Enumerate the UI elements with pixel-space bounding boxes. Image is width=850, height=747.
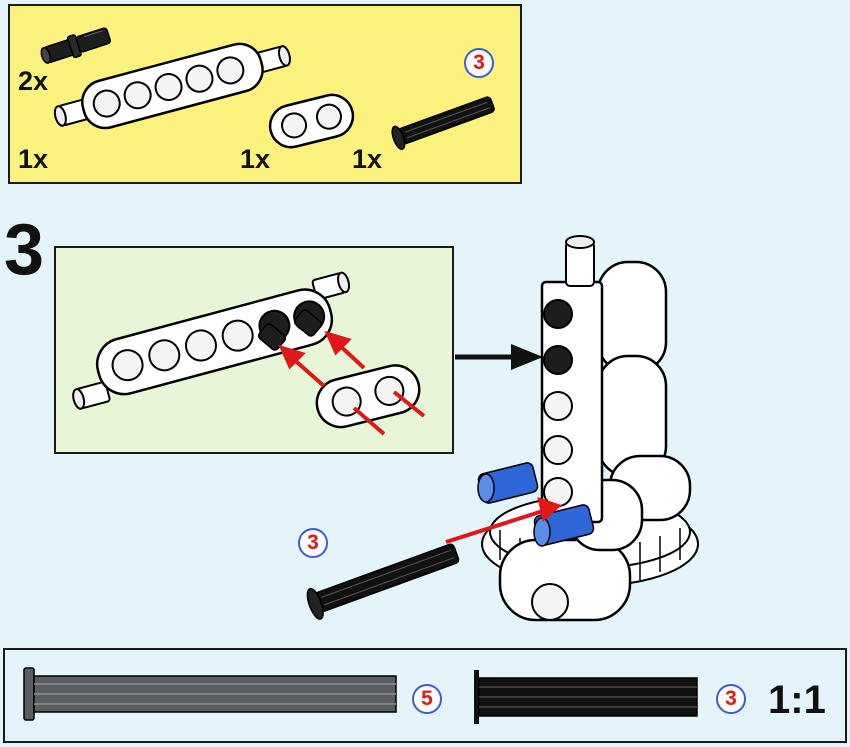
short-axle-reference-icon: [474, 670, 698, 724]
step-number: 3: [4, 210, 45, 290]
white-beam-2-icon: [268, 93, 355, 149]
white-beam-with-pins-icon: [53, 42, 291, 130]
quantity-beam-7: 1x: [18, 144, 49, 174]
black-arrow-icon: [455, 344, 543, 370]
short-axle-length-badge: 3: [716, 684, 746, 714]
step-axle-length-badge: 3: [298, 528, 328, 558]
quantity-pins: 2x: [18, 66, 49, 96]
long-axle-length-badge: 5: [412, 684, 442, 714]
main-model-illustration: [477, 235, 699, 622]
quantity-beam-2: 1x: [240, 144, 271, 174]
axle-length-badge: 3: [464, 48, 494, 78]
submodel-assembly-illustration: [72, 271, 426, 436]
quantity-axle: 1x: [352, 144, 383, 174]
axle-insert-illustration: [306, 496, 562, 620]
scale-label: 1:1: [768, 678, 826, 722]
long-axle-reference-icon: [23, 667, 397, 721]
black-friction-pin-icon: [40, 27, 112, 64]
black-axle-stop-icon: [391, 96, 495, 150]
